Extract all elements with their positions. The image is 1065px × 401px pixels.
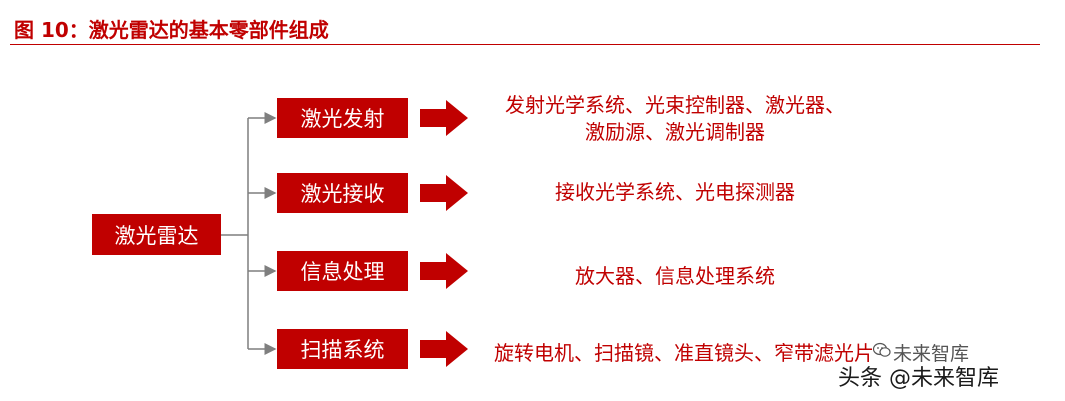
desc-line: 激励源、激光调制器 xyxy=(585,120,765,144)
desc-line: 发射光学系统、光束控制器、激光器、 xyxy=(505,93,845,117)
figure-title: 图 10：激光雷达的基本零部件组成 xyxy=(14,18,329,42)
wechat-icon xyxy=(873,342,891,357)
title-divider xyxy=(10,44,1040,45)
branch-desc-scanning-system: 旋转电机、扫描镜、准直镜头、窄带滤光片 xyxy=(484,340,894,367)
right-arrow-icon xyxy=(420,175,468,211)
desc-line: 旋转电机、扫描镜、准直镜头、窄带滤光片 xyxy=(494,341,874,365)
root-node-lidar: 激光雷达 xyxy=(92,214,221,255)
right-arrow-icon xyxy=(420,100,468,136)
branch-node-laser-emission: 激光发射 xyxy=(277,98,408,138)
branch-desc-laser-emission: 发射光学系统、光束控制器、激光器、 激励源、激光调制器 xyxy=(484,92,866,146)
desc-line: 接收光学系统、光电探测器 xyxy=(555,180,795,204)
right-arrow-icon xyxy=(420,253,468,289)
branch-desc-laser-reception: 接收光学系统、光电探测器 xyxy=(484,179,866,206)
branch-desc-info-processing: 放大器、信息处理系统 xyxy=(484,263,866,290)
branch-node-laser-reception: 激光接收 xyxy=(277,173,408,213)
right-arrow-icon xyxy=(420,331,468,367)
desc-line: 放大器、信息处理系统 xyxy=(575,264,775,288)
branch-node-info-processing: 信息处理 xyxy=(277,251,408,291)
watermark-toutiao: 头条 @未来智库 xyxy=(838,366,999,391)
branch-node-scanning-system: 扫描系统 xyxy=(277,329,408,369)
watermark-account: 未来智库 xyxy=(893,343,970,365)
